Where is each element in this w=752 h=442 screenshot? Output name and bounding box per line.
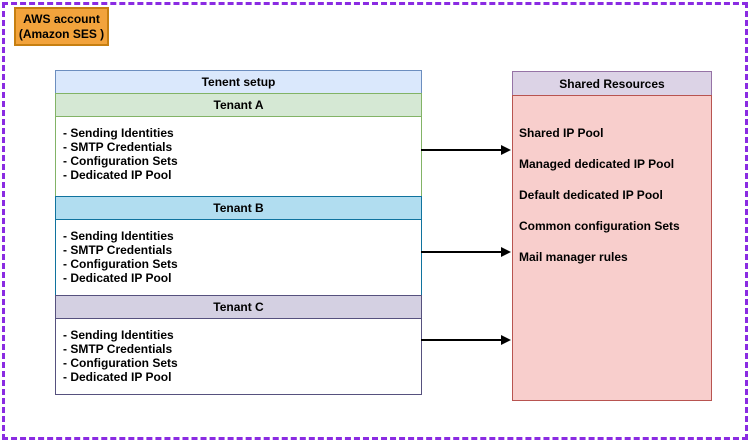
arrowhead-icon <box>501 335 511 345</box>
list-item: - Dedicated IP Pool <box>63 168 172 182</box>
aws-account-box: AWS account (Amazon SES ) <box>14 7 109 46</box>
tenant-a-body: - Sending Identities - SMTP Credentials … <box>55 116 422 197</box>
list-item: - Configuration Sets <box>63 154 178 168</box>
list-item: - Dedicated IP Pool <box>63 370 172 384</box>
shared-resources-box: Shared Resources Shared IP Pool Managed … <box>512 71 712 401</box>
tenant-setup-header: Tenent setup <box>55 70 422 94</box>
list-item: - Sending Identities <box>63 328 174 342</box>
list-item: - Sending Identities <box>63 126 174 140</box>
arrowhead-icon <box>501 247 511 257</box>
list-item: - Dedicated IP Pool <box>63 271 172 285</box>
arrow-tenant-b-to-shared <box>421 247 511 257</box>
tenant-a-header: Tenant A <box>55 93 422 117</box>
aws-account-label-line2: (Amazon SES ) <box>18 26 105 41</box>
aws-account-label-line1: AWS account <box>23 11 100 26</box>
arrowhead-icon <box>501 145 511 155</box>
arrow-tenant-a-to-shared <box>421 145 511 155</box>
tenant-b-body: - Sending Identities - SMTP Credentials … <box>55 219 422 296</box>
list-item: Managed dedicated IP Pool <box>519 157 675 171</box>
tenant-c-header: Tenant C <box>55 295 422 319</box>
list-item: Common configuration Sets <box>519 219 680 233</box>
tenant-c-body: - Sending Identities - SMTP Credentials … <box>55 318 422 395</box>
list-item: - SMTP Credentials <box>63 243 173 257</box>
list-item: Default dedicated IP Pool <box>519 188 663 202</box>
list-item: - Sending Identities <box>63 229 174 243</box>
list-item: - SMTP Credentials <box>63 342 173 356</box>
shared-resources-body: Shared IP Pool Managed dedicated IP Pool… <box>512 95 712 401</box>
list-item: - SMTP Credentials <box>63 140 173 154</box>
shared-resources-header: Shared Resources <box>512 71 712 96</box>
tenant-setup-table: Tenent setup Tenant A - Sending Identiti… <box>55 70 422 395</box>
arrow-tenant-c-to-shared <box>421 335 511 345</box>
list-item: Mail manager rules <box>519 250 628 264</box>
list-item: - Configuration Sets <box>63 257 178 271</box>
tenant-b-header: Tenant B <box>55 196 422 220</box>
list-item: - Configuration Sets <box>63 356 178 370</box>
list-item: Shared IP Pool <box>519 126 604 140</box>
